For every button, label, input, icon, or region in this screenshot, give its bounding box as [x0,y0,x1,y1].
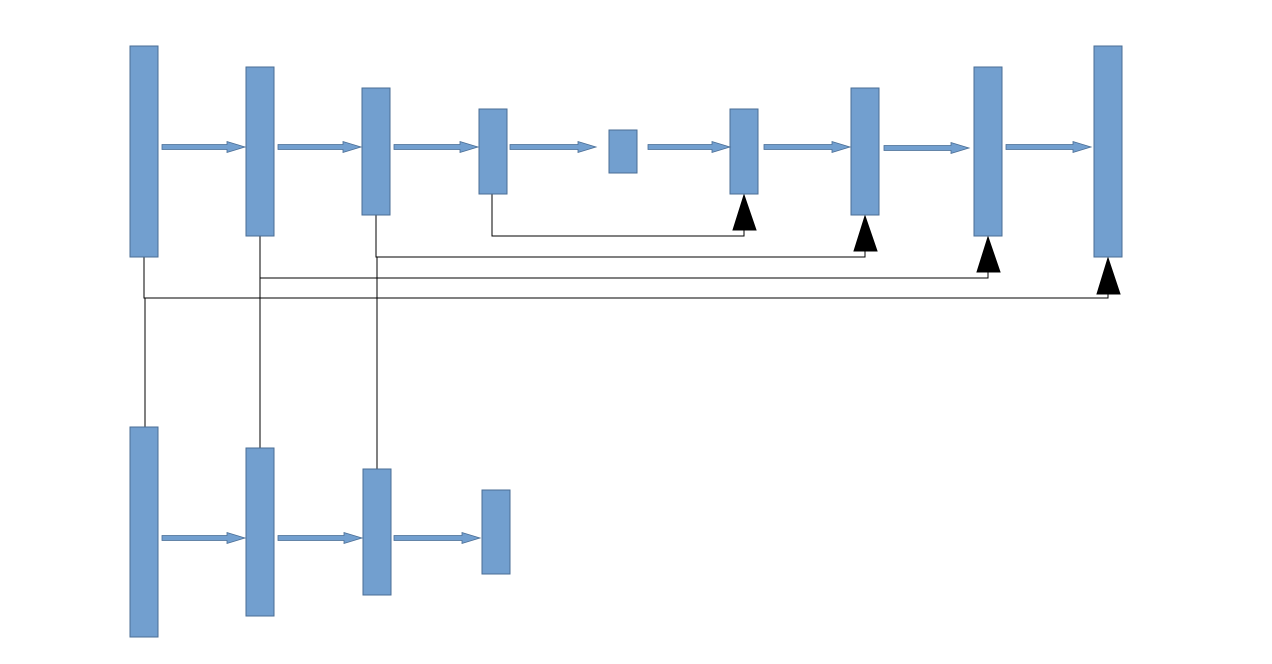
branch-block-4 [481,489,511,575]
up-arrowhead-icon [1096,256,1121,295]
right-flow-arrow-icon [883,141,971,155]
top-row-flow-arrows [161,140,1093,155]
right-flow-arrow-icon [161,140,247,154]
right-flow-arrow-icon [509,140,598,154]
skip-connection-enc3-dec3 [375,215,866,258]
skip-connection-enc4-dec4 [491,194,745,237]
right-flow-arrow-icon [393,140,480,154]
encoder-block-3 [361,87,391,216]
up-arrowhead-icon [853,214,878,252]
encoder-block-1 [129,45,159,258]
decoder-block-2 [973,66,1003,237]
top-row [129,45,1123,258]
encoder-block-4 [478,108,508,195]
bottom-row [129,426,511,638]
right-flow-arrow-icon [1005,140,1093,154]
bottleneck-block [608,129,638,174]
right-flow-arrow-icon [763,140,852,154]
encoder-block-2 [245,66,275,237]
up-arrowhead-icon [732,193,757,231]
vertical-links [144,257,378,469]
right-flow-arrow-icon [161,531,247,545]
skip-arrowheads [732,193,1121,295]
skip-connection-enc2-dec2 [259,236,989,279]
decoder-block-4 [729,108,759,195]
bottom-row-flow-arrows [161,531,482,545]
right-flow-arrow-icon [277,140,363,154]
branch-block-2 [245,447,275,617]
decoder-block-1 [1093,45,1123,258]
skip-connections [143,194,1109,299]
right-flow-arrow-icon [277,531,364,545]
branch-block-3 [362,468,392,596]
right-flow-arrow-icon [393,531,482,545]
branch-block-1 [129,426,159,638]
right-flow-arrow-icon [647,140,732,154]
decoder-block-3 [850,87,880,216]
up-arrowhead-icon [976,235,1001,273]
